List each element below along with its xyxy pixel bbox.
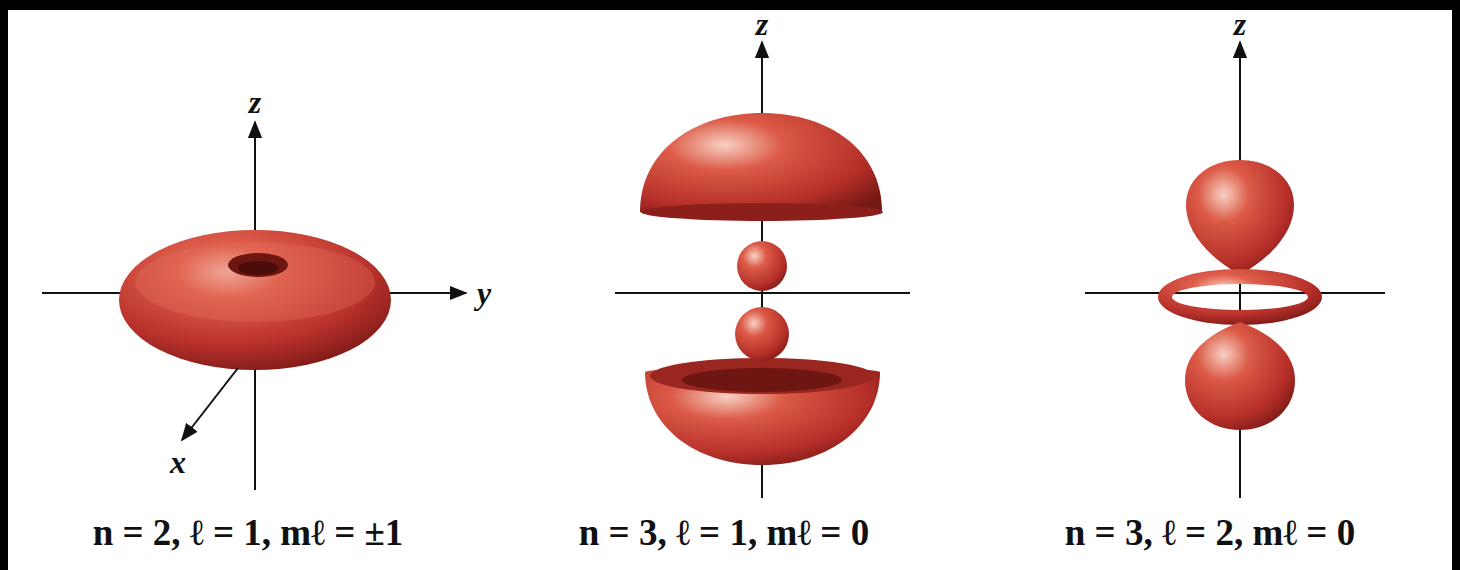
axis-label: y	[477, 277, 491, 309]
axis-label: z	[249, 86, 261, 118]
axis-label: x	[170, 446, 186, 478]
axis-label: z	[756, 8, 768, 40]
quantum-numbers: n = 3, ℓ = 1, mℓ = 0	[579, 514, 869, 551]
quantum-numbers: n = 2, ℓ = 1, mℓ = ±1	[93, 514, 404, 551]
quantum-numbers: n = 3, ℓ = 2, mℓ = 0	[1065, 514, 1355, 551]
axis-label: z	[1234, 8, 1246, 40]
